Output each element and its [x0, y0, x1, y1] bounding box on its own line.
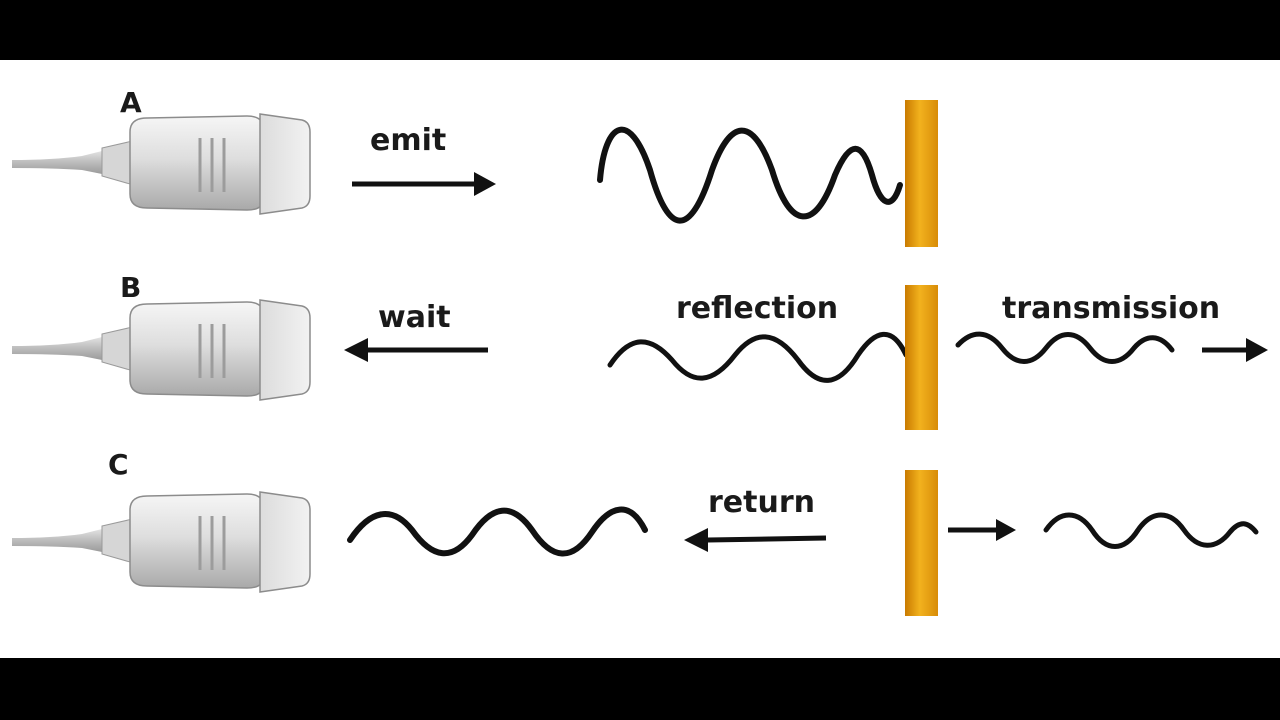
barrier-c: [905, 470, 938, 616]
emit-arrow-icon: [352, 172, 496, 196]
emitted-wave: [597, 126, 903, 224]
reflection-label: reflection: [676, 291, 838, 326]
wait-label: wait: [378, 300, 451, 335]
onward-arrow-icon: [948, 519, 1016, 541]
return-label: return: [708, 485, 815, 520]
onward-wave: [1043, 512, 1259, 549]
row-b: B wait reflection transmission: [12, 271, 1268, 430]
emit-label: emit: [370, 123, 446, 158]
row-c: C return: [12, 448, 1259, 616]
barrier-a: [905, 100, 938, 247]
row-a: A emit: [12, 86, 938, 247]
transmission-arrow-icon: [1202, 338, 1268, 362]
returning-wave: [347, 506, 648, 557]
return-arrow-icon: [684, 528, 827, 552]
row-b-letter: B: [120, 271, 141, 304]
transmitted-wave: [955, 331, 1175, 364]
row-a-letter: A: [120, 86, 142, 119]
reflected-wave: [607, 331, 909, 383]
wait-arrow-icon: [344, 338, 488, 362]
transmission-label: transmission: [1002, 291, 1220, 326]
row-c-letter: C: [108, 448, 129, 481]
barrier-b: [905, 285, 938, 430]
